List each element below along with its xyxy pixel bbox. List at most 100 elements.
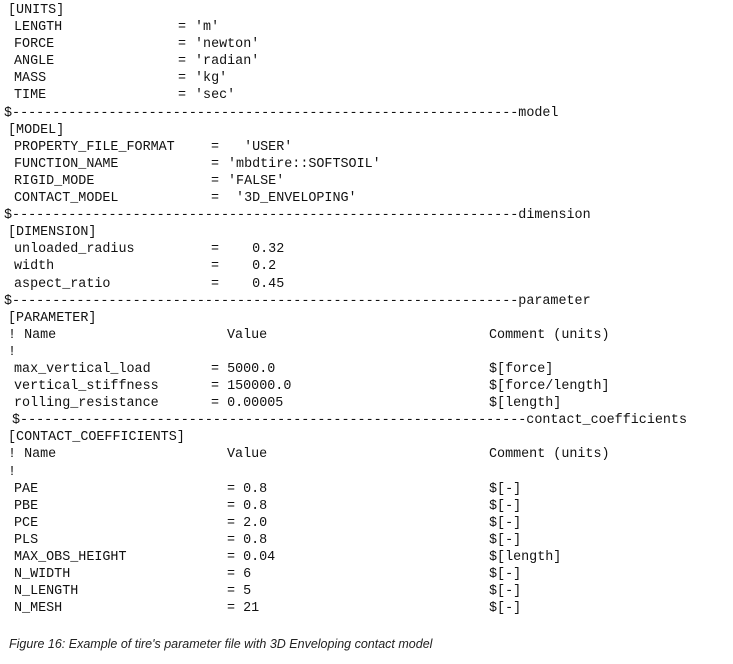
param-eq: = — [211, 173, 220, 189]
param-value: 0.32 — [228, 242, 285, 258]
contact-row-n-mesh: N_MESH = 21 $[-] — [8, 600, 730, 617]
param-key: LENGTH — [14, 20, 63, 36]
units-row-length: LENGTH = 'm' — [8, 19, 730, 36]
param-value: 'mbdtire::SOFTSOIL' — [228, 156, 381, 172]
model-row-contact-model: CONTACT_MODEL = '3D_ENVELOPING' — [8, 190, 730, 207]
param-comment: $[force/length] — [489, 379, 610, 395]
param-key: MAX_OBS_HEIGHT — [14, 550, 127, 565]
param-comment: $[-] — [489, 498, 522, 514]
param-key: RIGID_MODE — [14, 173, 95, 189]
param-value: '3D_ENVELOPING' — [228, 191, 357, 207]
param-value: 0.45 — [228, 276, 285, 292]
param-eq: = — [178, 20, 187, 36]
comment-marker: ! — [8, 464, 17, 480]
param-comment: $[-] — [489, 532, 522, 548]
units-row-angle: ANGLE = 'radian' — [8, 53, 730, 70]
param-value: 'm' — [195, 20, 220, 36]
section-header-parameter: [PARAMETER] — [8, 310, 97, 326]
param-value: = 150000.0 — [211, 379, 292, 395]
param-key: FUNCTION_NAME — [14, 156, 119, 172]
section-header-units: [UNITS] — [8, 3, 65, 18]
param-value: = 2.0 — [227, 515, 268, 531]
param-key: aspect_ratio — [14, 276, 111, 292]
param-eq: = — [211, 276, 220, 292]
units-row-mass: MASS = 'kg' — [8, 70, 730, 87]
param-value: = 5 — [227, 584, 252, 600]
param-value: = 0.8 — [227, 481, 268, 497]
param-key: PROPERTY_FILE_FORMAT — [14, 139, 175, 155]
param-eq: = — [211, 139, 220, 155]
param-key: CONTACT_MODEL — [14, 191, 119, 207]
param-value: 0.2 — [228, 259, 277, 275]
param-key: N_LENGTH — [14, 584, 79, 600]
contact-row-pls: PLS= 0.8$[-] — [8, 532, 730, 549]
param-eq: = — [178, 54, 187, 70]
param-value: 'sec' — [195, 88, 236, 104]
param-comment: $[-] — [489, 601, 522, 617]
contact-row-n-width: N_WIDTH = 6 $[-] — [8, 566, 730, 583]
param-key: N_MESH — [14, 601, 63, 617]
column-header-comment: Comment (units) — [489, 327, 610, 343]
param-comment: $[force] — [489, 361, 554, 377]
dimension-row-aspect-ratio: aspect_ratio = 0.45 — [8, 276, 730, 293]
column-header-value: Value — [227, 447, 268, 463]
comment-marker: ! — [8, 344, 17, 360]
model-row-function-name: FUNCTION_NAME = 'mbdtire::SOFTSOIL' — [8, 156, 730, 173]
model-row-property-file-format: PROPERTY_FILE_FORMAT= 'USER' — [8, 139, 730, 156]
param-key: PCE — [14, 515, 39, 531]
param-key: FORCE — [14, 37, 55, 53]
param-key: unloaded_radius — [14, 242, 135, 258]
param-key: max_vertical_load — [14, 361, 151, 377]
param-eq: = — [178, 71, 187, 87]
column-header-name: ! Name — [8, 327, 57, 343]
model-row-rigid-mode: RIGID_MODE = 'FALSE' — [8, 173, 730, 190]
contact-row-n-length: N_LENGTH= 5$[-] — [8, 583, 730, 600]
param-comment: $[-] — [489, 567, 522, 583]
param-comment: $[-] — [489, 481, 522, 497]
param-key: ANGLE — [14, 54, 55, 70]
param-eq: = — [211, 191, 220, 207]
param-value: 'newton' — [195, 37, 260, 53]
param-value: = 6 — [227, 567, 252, 583]
param-key: MASS — [14, 71, 47, 87]
param-comment: $[length] — [489, 396, 562, 412]
separator-contact-coefficients: $---------------------------------------… — [12, 413, 687, 429]
dimension-row-unloaded-radius: unloaded_radius = 0.32 — [8, 241, 730, 258]
units-row-time: TIME = 'sec' — [8, 87, 730, 104]
parameter-row-vertical-stiffness: vertical_stiffness= 150000.0$[force/leng… — [8, 378, 730, 395]
column-header-comment: Comment (units) — [489, 447, 610, 463]
param-value: = 0.8 — [227, 532, 268, 548]
section-header-dimension: [DIMENSION] — [8, 225, 97, 241]
param-key: rolling_resistance — [14, 396, 159, 412]
param-eq: = — [211, 156, 220, 172]
param-comment: $[length] — [489, 550, 562, 565]
separator-dimension: $---------------------------------------… — [4, 208, 591, 224]
param-key: TIME — [14, 88, 47, 104]
param-value: 'FALSE' — [228, 173, 285, 189]
column-header-name: ! Name — [8, 447, 57, 463]
param-value: = 5000.0 — [211, 361, 276, 377]
parameter-file-listing: [UNITS] LENGTH = 'm' FORCE = 'newton' ANGLE =… — [4, 2, 730, 617]
parameter-row-rolling-resistance: rolling_resistance = 0.00005 $[length] — [8, 395, 730, 412]
param-value: = 0.04 — [227, 550, 276, 565]
param-key: PAE — [14, 481, 39, 497]
param-value: 'radian' — [195, 54, 260, 70]
separator-parameter: $---------------------------------------… — [4, 293, 591, 309]
contact-row-pce: PCE= 2.0$[-] — [8, 515, 730, 532]
figure-caption: Figure 16: Example of tire's parameter f… — [9, 637, 433, 651]
section-header-contact-coefficients: [CONTACT_COEFFICIENTS] — [8, 430, 185, 446]
contact-row-pae: PAE = 0.8 $[-] — [8, 481, 730, 498]
contact-column-headers: ! Name Value Comment (units) — [8, 446, 730, 463]
param-value: = 21 — [227, 601, 260, 617]
contact-row-pbe: PBE= 0.8$[-] — [8, 498, 730, 515]
param-key: N_WIDTH — [14, 567, 71, 583]
param-value: 'kg' — [195, 71, 228, 87]
param-value: = 0.00005 — [211, 396, 284, 412]
section-header-model: [MODEL] — [8, 122, 65, 138]
separator-model: $---------------------------------------… — [4, 105, 559, 121]
param-eq: = — [211, 242, 220, 258]
param-eq: = — [178, 88, 187, 104]
param-value: = 0.8 — [227, 498, 268, 514]
param-key: width — [14, 259, 55, 275]
